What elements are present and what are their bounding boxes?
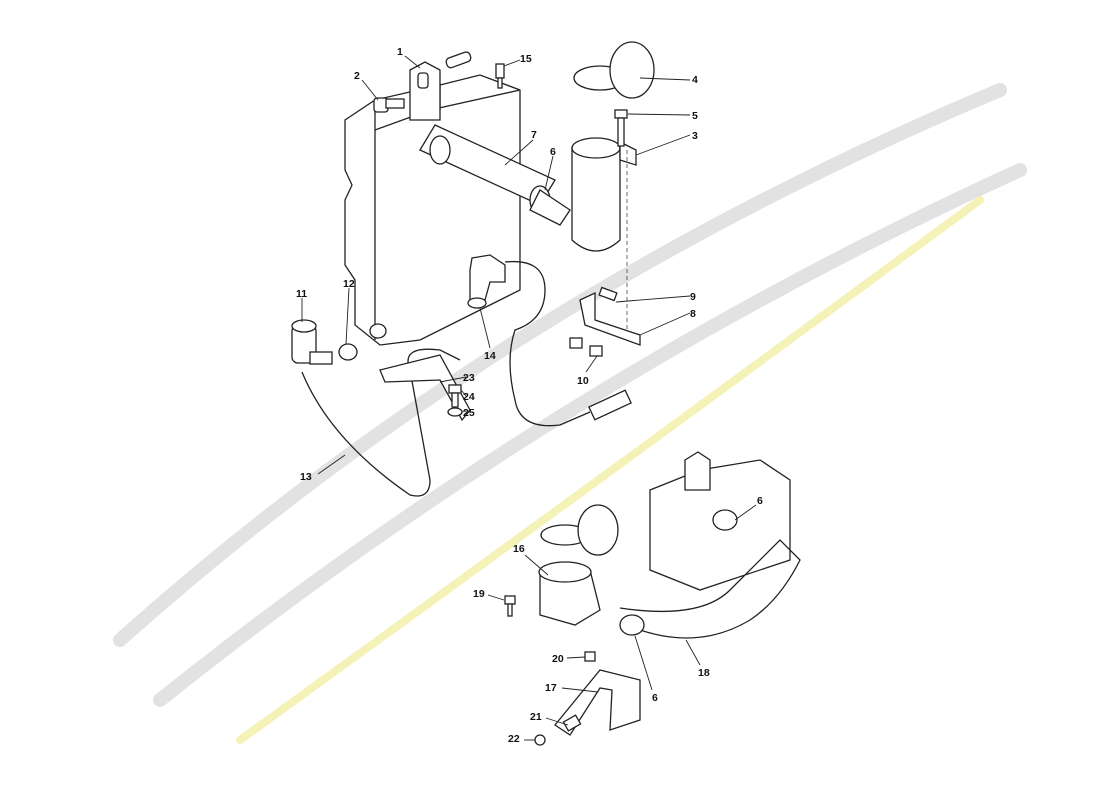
callout-12: 12 (343, 278, 355, 290)
washer-pump-11 (291, 319, 333, 365)
grommet-12 (338, 343, 358, 361)
callout-11: 11 (296, 288, 307, 300)
callout-3: 3 (692, 130, 698, 142)
callout-6-upper: 6 (757, 495, 763, 507)
clip-10 (569, 337, 603, 357)
callout-16: 16 (513, 543, 525, 555)
hose-13 (301, 348, 461, 497)
callout-4: 4 (692, 74, 698, 86)
callout-21: 21 (530, 711, 542, 723)
bolt-2 (373, 97, 405, 113)
elbow-14 (467, 254, 506, 309)
callout-5: 5 (692, 110, 698, 122)
pump-wire (504, 260, 591, 427)
callout-8: 8 (690, 308, 696, 320)
callout-13: 13 (300, 471, 312, 483)
callout-6: 6 (550, 146, 556, 158)
bolt-19 (504, 595, 516, 617)
screw-22 (534, 734, 546, 746)
bolt-24 (448, 384, 462, 408)
callout-20: 20 (552, 653, 564, 665)
spring (445, 51, 472, 69)
callout-2: 2 (354, 70, 360, 82)
watermark-logo (113, 83, 1027, 744)
bracket-23 (379, 354, 471, 422)
callout-14: 14 (484, 350, 496, 362)
hose-7 (419, 124, 571, 226)
callout-17: 17 (545, 682, 557, 694)
bolt-21 (562, 714, 582, 732)
callout-9: 9 (690, 291, 696, 303)
callout-23: 23 (463, 372, 475, 384)
callout-1: 1 (397, 46, 403, 58)
hose-18 (619, 539, 801, 639)
leader-lines (301, 55, 757, 741)
callout-24: 24 (463, 391, 475, 403)
connector (588, 389, 632, 421)
callout-15: 15 (520, 53, 532, 65)
bolt-5 (614, 109, 628, 147)
filler-neck-3 (571, 137, 637, 252)
callout-19: 19 (473, 588, 485, 600)
clip-15 (495, 63, 505, 89)
filler-cap-4 (573, 41, 655, 99)
nut-20 (584, 651, 596, 662)
hose-clamp-6 (619, 509, 738, 636)
filler-neck-16 (538, 504, 619, 626)
bracket-1 (409, 61, 441, 121)
washer-25 (447, 407, 463, 417)
callout-22: 22 (508, 733, 520, 745)
callout-7: 7 (531, 129, 537, 141)
callout-6-lower: 6 (652, 692, 658, 704)
callout-labels: 1 2 15 4 5 3 7 6 9 8 10 11 12 14 23 24 2… (296, 46, 763, 745)
callout-10: 10 (577, 375, 589, 387)
callout-25: 25 (463, 407, 475, 419)
callout-18: 18 (698, 667, 710, 679)
fastener-9 (598, 286, 618, 302)
